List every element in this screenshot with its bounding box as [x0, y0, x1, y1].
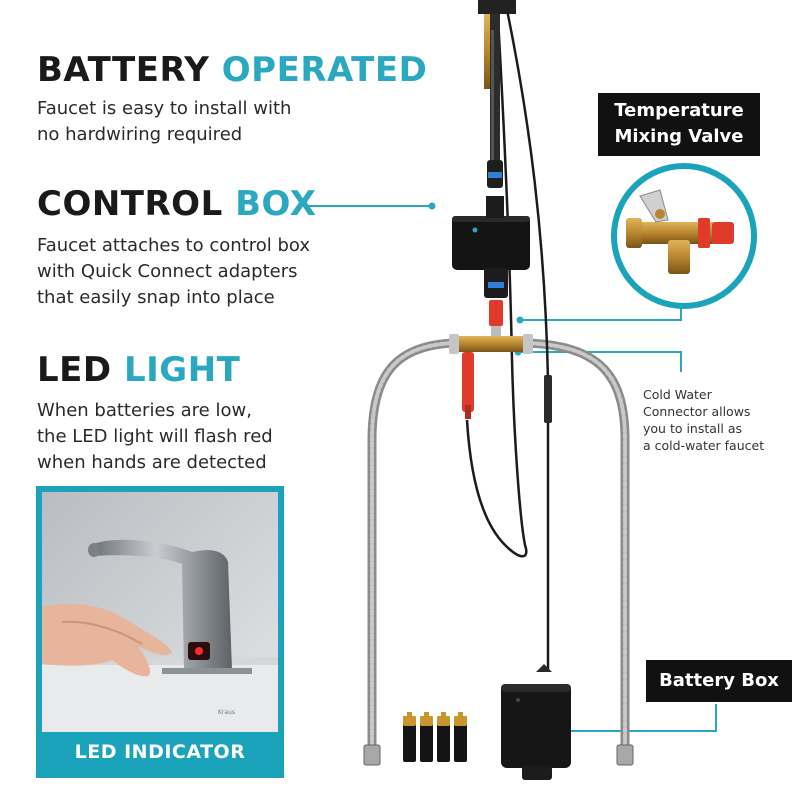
heading-word: CONTROL [37, 184, 223, 224]
heading-word: BATTERY [37, 50, 210, 90]
battery-operated-heading: BATTERY OPERATED [37, 50, 427, 90]
description-line: Faucet is easy to install with [37, 98, 292, 119]
battery-cell-icon [403, 712, 467, 762]
mixing-valve-icon [611, 163, 757, 309]
description-line: the LED light will flash red [37, 426, 273, 447]
note-line: Connector allows [643, 404, 751, 419]
note-line: you to install as [643, 421, 743, 436]
sensor-cables [465, 0, 550, 670]
faucet-shank [478, 0, 516, 188]
battery-box-icon [501, 664, 571, 780]
control-box-heading: CONTROL BOX [37, 184, 316, 224]
cold-water-connector-note: Cold Water Connector allows you to insta… [643, 386, 793, 454]
led-light-description: When batteries are low, the LED light wi… [37, 398, 357, 476]
description-line: no hardwiring required [37, 124, 243, 145]
description-line: when hands are detected [37, 452, 267, 473]
mixing-tee [449, 334, 533, 354]
battery-operated-description: Faucet is easy to install with no hardwi… [37, 96, 357, 148]
control-box-description: Faucet attaches to control box with Quic… [37, 233, 357, 311]
faucet-icon [88, 539, 252, 674]
temperature-mixing-valve-label: Temperature Mixing Valve [598, 93, 760, 156]
description-line: When batteries are low, [37, 400, 252, 421]
heading-accent-word: OPERATED [221, 50, 428, 90]
note-line: Cold Water [643, 387, 712, 402]
led-indicator-inset: Kraus LED INDICATOR [36, 486, 284, 778]
heading-accent-word: LIGHT [123, 350, 241, 390]
led-indicator-caption: LED INDICATOR [42, 732, 278, 772]
control-box-icon [452, 196, 530, 298]
heading-word: LED [37, 350, 112, 390]
description-line: Faucet attaches to control box [37, 235, 310, 256]
description-line: with Quick Connect adapters [37, 261, 298, 282]
note-line: a cold-water faucet [643, 438, 765, 453]
brand-mark: Kraus [218, 709, 235, 716]
heading-accent-word: BOX [235, 184, 317, 224]
hand-icon [42, 603, 172, 677]
supply-hoses [367, 338, 630, 753]
label-line: Mixing Valve [614, 126, 744, 147]
label-line: Temperature [614, 100, 744, 121]
description-line: that easily snap into place [37, 287, 275, 308]
led-light-heading: LED LIGHT [37, 350, 240, 390]
battery-box-label: Battery Box [646, 660, 792, 702]
led-faucet-illustration: Kraus [42, 492, 278, 732]
